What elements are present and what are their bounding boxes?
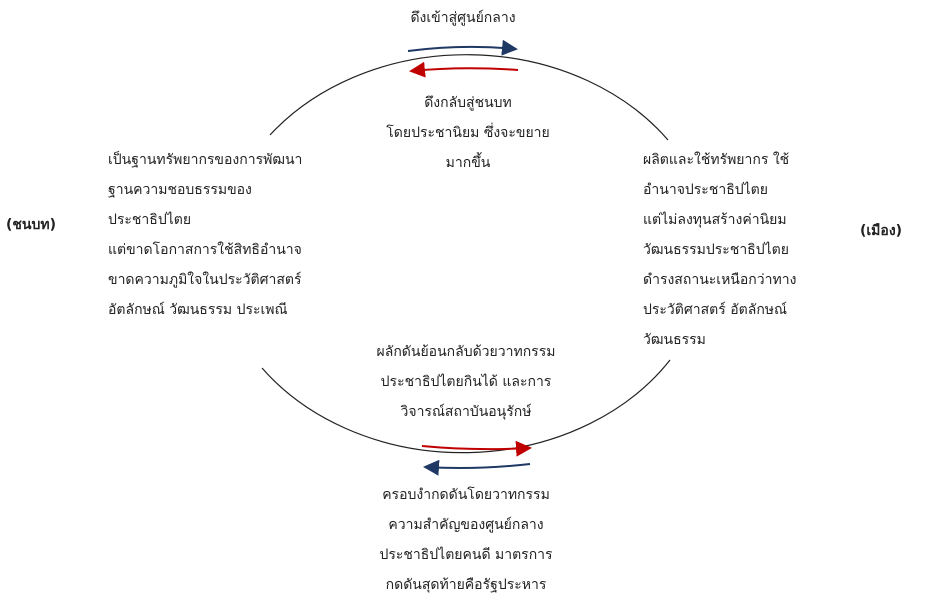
text-line: ประวัติศาสตร์ อัตลักษณ์ <box>643 302 788 318</box>
text-line: อำนาจประชาธิปไตย <box>643 182 768 198</box>
text-line: ครอบงำกดดันโดยวาทกรรม <box>382 487 550 503</box>
top-title: ดึงเข้าสู่ศูนย์กลาง <box>410 3 515 33</box>
text-line: ประชาธิปไตยกินได้ และการ <box>380 374 552 390</box>
text-line: ดึงเข้าสู่ศูนย์กลาง <box>410 10 516 26</box>
text-line: ผลักดันย้อนกลับด้วยวาทกรรม <box>376 344 556 360</box>
top-inner-text: ดึงกลับสู่ชนบทโดยประชานิยม ซึ่งจะขยายมาก… <box>386 88 549 178</box>
arrow-dominate-bottom <box>423 459 531 476</box>
text-line: แต่ไม่ลงทุนสร้างค่านิยม <box>643 212 787 228</box>
bottom-inner-text: ผลักดันย้อนกลับด้วยวาทกรรมประชาธิปไตยกิน… <box>377 337 556 427</box>
arrow-to-rural-top <box>409 61 519 78</box>
arrow-push-back-bottom <box>421 440 532 457</box>
text-line: ประชาธิปไตย <box>108 212 192 228</box>
text-line: แต่ขาดโอกาสการใช้สิทธิอำนาจ <box>108 242 302 258</box>
text-line: ผลิตและใช้ทรัพยากร ใช้ <box>643 152 790 168</box>
urban-label: (เมือง) <box>860 223 903 239</box>
bottom-outer-text: ครอบงำกดดันโดยวาทกรรมความสำคัญของศูนย์กล… <box>379 480 552 600</box>
arrow-to-center-top <box>407 39 518 56</box>
text-line: วัฒนธรรม <box>643 332 706 348</box>
text-line: ประชาธิปไตยคนดี มาตรการ <box>379 547 553 563</box>
text-line: วิจารณ์สถาบันอนุรักษ์ <box>400 404 532 420</box>
text-line: กดดันสุดท้ายคือรัฐประหาร <box>385 577 547 593</box>
text-line: โดยประชานิยม ซึ่งจะขยาย <box>386 125 550 141</box>
text-line: ดำรงสถานะเหนือกว่าทาง <box>643 272 797 288</box>
text-line: ขาดความภูมิใจในประวัติศาสตร์ <box>108 272 302 288</box>
bottom-arc <box>261 359 671 454</box>
text-line: เป็นฐานทรัพยากรของการพัฒนา <box>108 152 303 168</box>
text-line: ความสำคัญของศูนย์กลาง <box>388 517 544 533</box>
text-line: มากขึ้น <box>445 155 491 171</box>
rural-label: (ชนบท) <box>6 217 56 233</box>
text-line: วัฒนธรรมประชาธิปไตย <box>643 242 789 258</box>
text-line: ฐานความชอบธรรมของ <box>108 182 252 198</box>
rural-description: เป็นฐานทรัพยากรของการพัฒนาฐานความชอบธรรม… <box>108 145 302 325</box>
text-line: ดึงกลับสู่ชนบท <box>424 95 512 111</box>
top-arc <box>269 54 669 141</box>
text-line: อัตลักษณ์ วัฒนธรรม ประเพณี <box>108 302 288 318</box>
urban-description: ผลิตและใช้ทรัพยากร ใช้อำนาจประชาธิปไตยแต… <box>643 145 796 355</box>
